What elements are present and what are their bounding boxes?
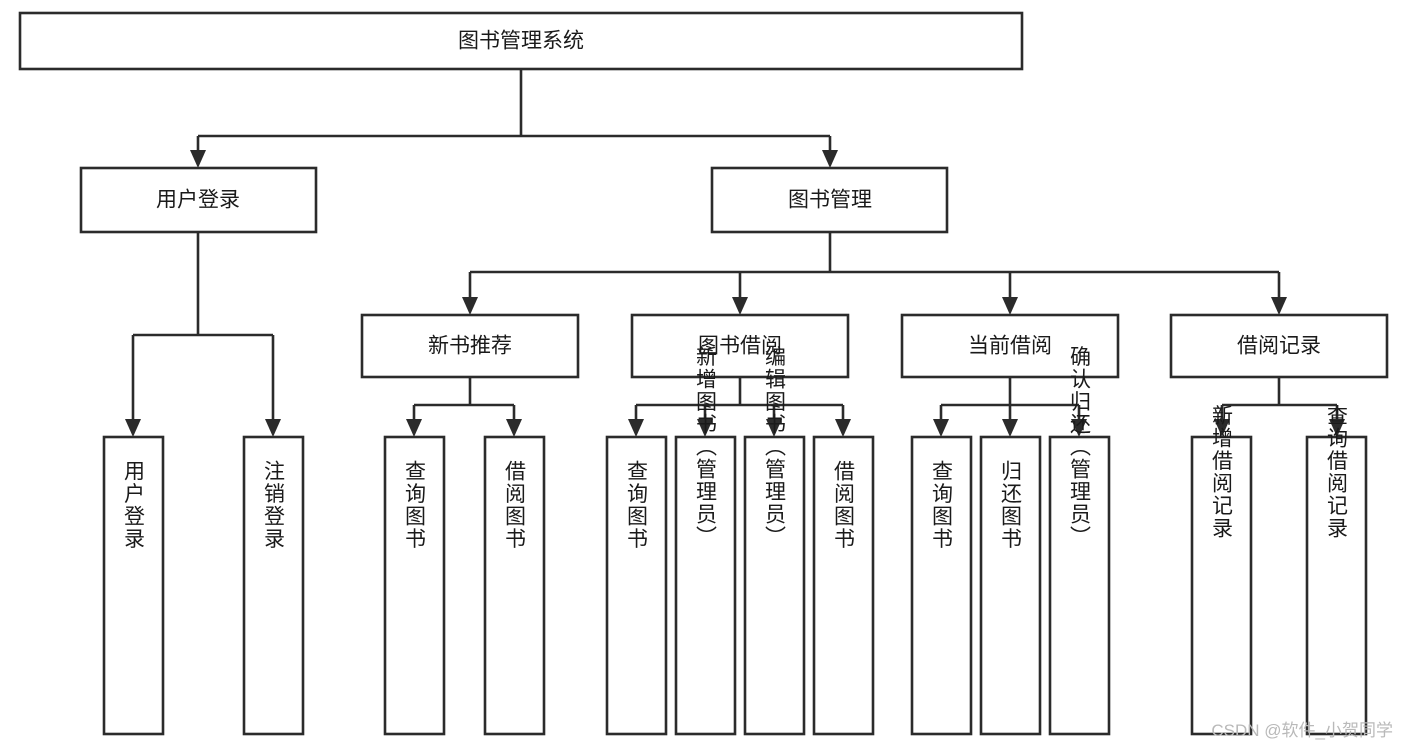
connector-group-current-borrow: [933, 377, 1087, 437]
node-user-login-box[interactable]: [79, 166, 318, 234]
arrow-head-leaf-confirm-return: [1071, 419, 1087, 437]
leaf-node-add-borrow-record[interactable]: 新增借阅记录: [1190, 405, 1253, 736]
node-current-borrow-box[interactable]: [900, 313, 1120, 379]
leaf-node-logout-label: 注销登录: [262, 460, 286, 550]
leaf-node-confirm-return[interactable]: 确认归还（管理员）: [1048, 346, 1111, 736]
leaf-node-return-book[interactable]: 归还图书: [979, 435, 1042, 736]
node-borrow-record[interactable]: 借阅记录: [1169, 313, 1389, 379]
node-book-management-label: 图书管理: [788, 189, 872, 212]
node-borrow-record-label: 借阅记录: [1237, 335, 1321, 358]
arrow-head-current-borrow: [1002, 297, 1018, 315]
connector-group-user-login: [125, 232, 281, 437]
leaf-node-confirm-return-label: 确认归还（管理员）: [1068, 346, 1092, 549]
leaf-node-user-login[interactable]: 用户登录: [102, 435, 165, 736]
arrow-head-book-mgmt: [822, 150, 838, 168]
node-new-book-recommend-box[interactable]: [360, 313, 580, 379]
leaf-node-query-book-under-borrow-label: 查询图书: [625, 460, 649, 550]
leaf-node-borrow-book-under-recommend[interactable]: 借阅图书: [483, 435, 546, 736]
arrow-head-new-book-rec: [462, 297, 478, 315]
leaf-node-query-borrow-record-box[interactable]: [1305, 435, 1368, 736]
leaf-node-confirm-return-box[interactable]: [1048, 435, 1111, 736]
arrow-head-leaf-query-book-1: [406, 419, 422, 437]
node-book-management-box[interactable]: [710, 166, 949, 234]
leaf-node-edit-book-box[interactable]: [743, 435, 806, 736]
arrow-head-leaf-edit-book: [766, 419, 782, 437]
node-root-system-label: 图书管理系统: [458, 30, 584, 53]
arrow-head-leaf-query-record: [1329, 419, 1345, 437]
leaf-node-add-book-label: 新增图书（管理员）: [694, 346, 718, 549]
arrow-head-user-login: [190, 150, 206, 168]
arrow-head-leaf-user-login: [125, 419, 141, 437]
connector-group-borrow-record: [1214, 377, 1345, 437]
leaf-node-query-book-under-current[interactable]: 查询图书: [910, 435, 973, 736]
leaf-node-query-book-under-current-label: 查询图书: [930, 460, 954, 550]
arrow-head-borrow-record: [1271, 297, 1287, 315]
leaf-node-edit-book-label: 编辑图书（管理员）: [763, 346, 787, 549]
node-new-book-recommend[interactable]: 新书推荐: [360, 313, 580, 379]
leaf-node-user-login-label: 用户登录: [122, 460, 146, 550]
leaf-node-borrow-book-under-borrow-label: 借阅图书: [832, 460, 856, 550]
arrow-head-leaf-return-book: [1002, 419, 1018, 437]
leaf-node-query-borrow-record-label: 查询借阅记录: [1325, 405, 1349, 540]
leaf-node-logout[interactable]: 注销登录: [242, 435, 305, 736]
leaf-node-query-book-under-recommend[interactable]: 查询图书: [383, 435, 446, 736]
arrow-head-leaf-borrow-book-2: [835, 419, 851, 437]
node-user-login-label: 用户登录: [156, 189, 240, 212]
arrow-head-leaf-query-book-2: [628, 419, 644, 437]
leaf-node-query-book-under-recommend-label: 查询图书: [403, 460, 427, 550]
node-new-book-recommend-label: 新书推荐: [428, 335, 512, 358]
arrow-head-book-borrow: [732, 297, 748, 315]
arrow-head-leaf-logout: [265, 419, 281, 437]
leaf-node-borrow-book-under-recommend-label: 借阅图书: [503, 460, 527, 550]
node-current-borrow-label: 当前借阅: [968, 335, 1052, 358]
arrow-head-leaf-query-book-3: [933, 419, 949, 437]
node-root-system-box[interactable]: [18, 11, 1024, 71]
leaf-node-edit-book[interactable]: 编辑图书（管理员）: [743, 346, 806, 736]
leaf-node-query-book-under-borrow-box[interactable]: [605, 435, 668, 736]
connector-group-book-borrow: [628, 377, 851, 437]
leaf-node-return-book-label: 归还图书: [999, 460, 1023, 550]
leaf-node-query-borrow-record[interactable]: 查询借阅记录: [1305, 405, 1368, 736]
node-book-borrow-label: 图书借阅: [698, 335, 782, 358]
leaf-node-user-login-box[interactable]: [102, 435, 165, 736]
arrow-head-leaf-borrow-book-1: [506, 419, 522, 437]
node-current-borrow[interactable]: 当前借阅: [900, 313, 1120, 379]
node-root-system[interactable]: 图书管理系统: [18, 11, 1024, 71]
leaf-node-add-borrow-record-box[interactable]: [1190, 435, 1253, 736]
leaf-node-add-book[interactable]: 新增图书（管理员）: [674, 346, 737, 736]
leaf-node-borrow-book-under-borrow-box[interactable]: [812, 435, 875, 736]
node-borrow-record-box[interactable]: [1169, 313, 1389, 379]
leaf-node-query-book-under-current-box[interactable]: [910, 435, 973, 736]
connector-group-new-book-rec: [406, 377, 522, 437]
leaf-node-query-book-under-borrow[interactable]: 查询图书: [605, 435, 668, 736]
leaf-node-add-book-box[interactable]: [674, 435, 737, 736]
leaf-node-borrow-book-under-recommend-box[interactable]: [483, 435, 546, 736]
connector-group-root: [190, 69, 838, 168]
node-book-management[interactable]: 图书管理: [710, 166, 949, 234]
leaf-node-query-book-under-recommend-box[interactable]: [383, 435, 446, 736]
arrow-head-leaf-add-record: [1214, 419, 1230, 437]
leaf-node-logout-box[interactable]: [242, 435, 305, 736]
leaf-node-return-book-box[interactable]: [979, 435, 1042, 736]
leaf-node-borrow-book-under-borrow[interactable]: 借阅图书: [812, 435, 875, 736]
connector-group-book-mgmt: [462, 232, 1287, 315]
node-book-borrow-box[interactable]: [630, 313, 850, 379]
node-book-borrow[interactable]: 图书借阅: [630, 313, 850, 379]
arrow-head-leaf-add-book: [697, 419, 713, 437]
leaf-node-add-borrow-record-label: 新增借阅记录: [1210, 405, 1234, 540]
node-user-login[interactable]: 用户登录: [79, 166, 318, 234]
